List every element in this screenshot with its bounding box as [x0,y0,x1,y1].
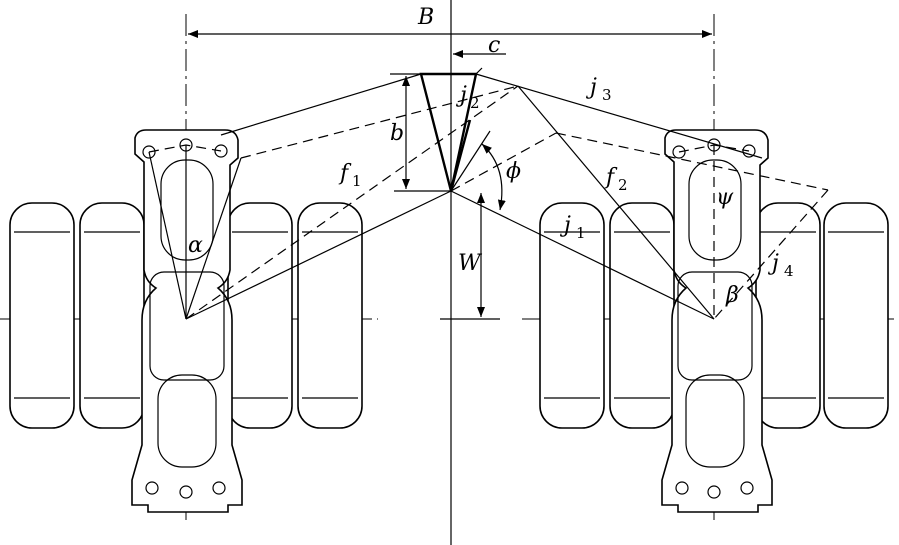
label-f1-sub: 1 [352,172,362,190]
label-B: B [417,5,434,30]
right-tyre-2 [609,202,675,429]
left-pivot-1 [142,145,156,159]
central-wedge [419,72,478,192]
link-f2 [517,85,715,320]
link-upper-left [220,73,422,136]
right-pivot-3 [742,144,756,158]
label-psi: ψ [716,185,734,210]
left-tyre-2 [79,202,145,429]
left-upper-pocket [160,159,214,261]
link-f1-lower [185,190,452,320]
label-j1-sub: 1 [576,224,586,242]
angle-phi-arc [481,143,506,211]
label-c: c [488,33,500,58]
label-j2-sub: 2 [470,94,480,112]
left-wheel-assembly [9,129,363,513]
label-j4-sub: 4 [784,262,794,280]
right-tyre-4 [823,202,889,429]
label-alpha: α [188,233,203,258]
right-upper-pocket [688,159,742,261]
link-j1 [450,190,715,320]
label-b: b [390,121,404,146]
label-f2: f [604,165,618,190]
label-j2: j [455,83,467,108]
label-f1: f [338,161,352,186]
left-tyre-4 [297,202,363,429]
right-tyre-3 [755,202,821,429]
label-phi: ϕ [506,159,521,184]
label-W: W [458,251,483,276]
dashed-f1 [185,85,519,320]
right-tyre-1 [539,202,605,429]
left-tyre-3 [227,202,293,429]
label-f2-sub: 2 [618,176,628,194]
left-middle-pocket [149,271,225,381]
right-pivot-1 [672,145,686,159]
right-wheel-assembly [539,129,889,513]
label-beta: β [725,283,739,308]
left-pivot-3 [214,144,228,158]
link-j2 [449,119,472,192]
dashed-right-arm [555,132,829,191]
left-lower-pocket [157,374,217,468]
left-upright-body [131,129,243,513]
label-j3-sub: 3 [602,86,612,104]
left-tyre-1 [9,202,75,429]
label-j3: j [585,75,597,100]
dashed-j4 [713,189,829,320]
link-j3 [475,73,763,159]
right-middle-pocket [677,271,753,381]
right-lower-pocket [685,374,745,468]
